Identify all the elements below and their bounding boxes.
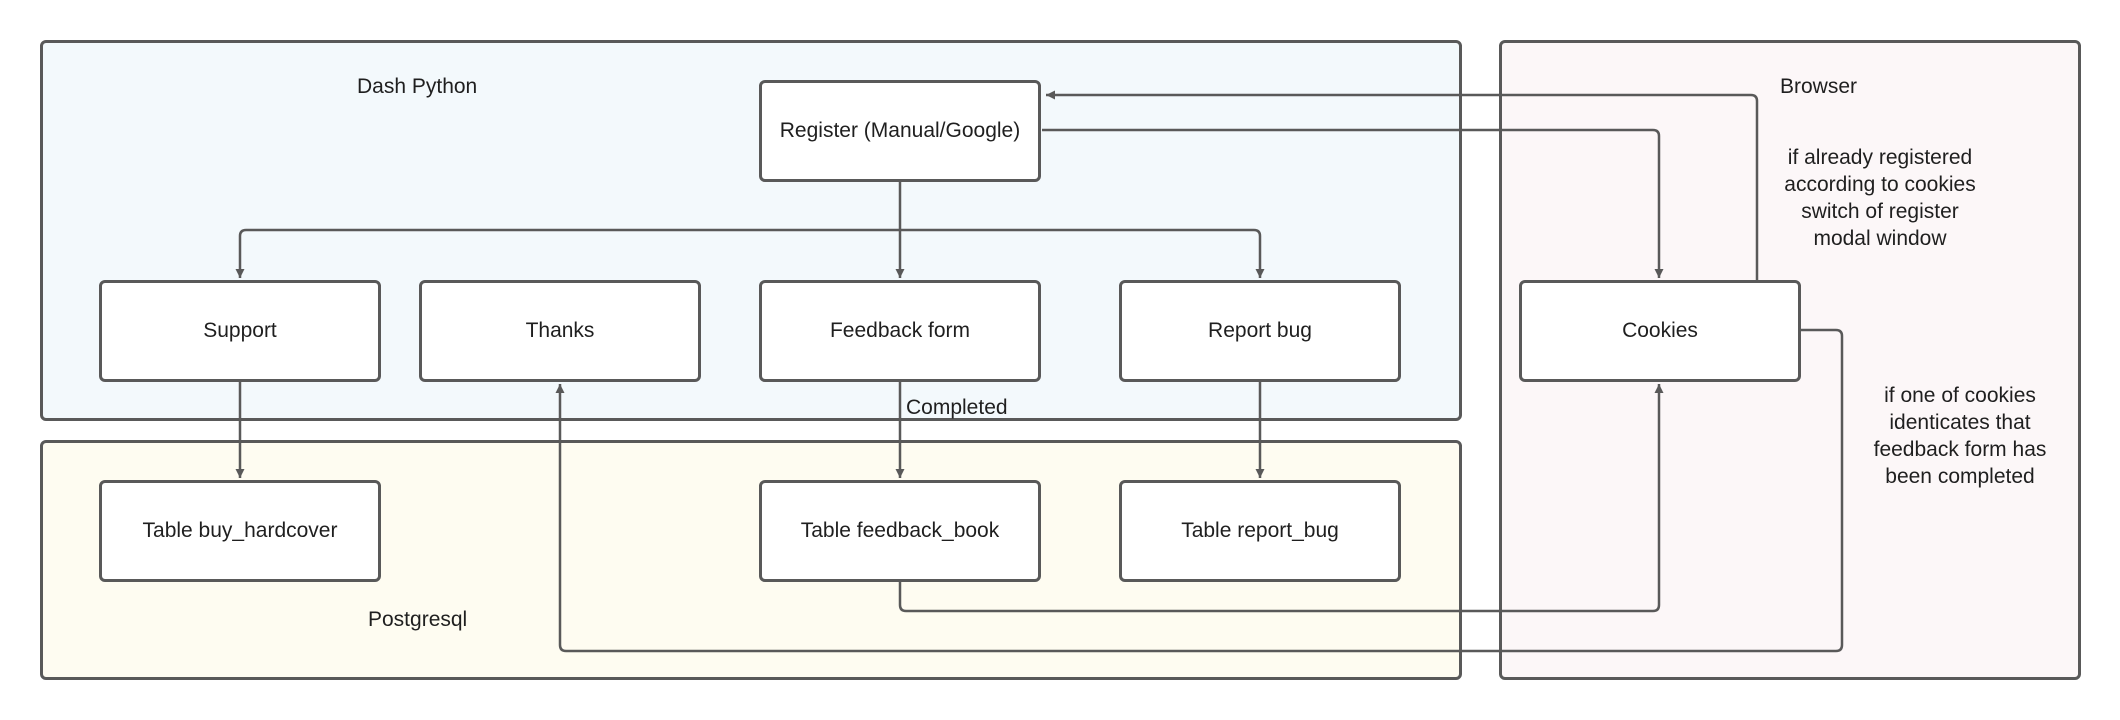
node-table-buy-hardcover[interactable]: Table buy_hardcover (99, 480, 381, 582)
note-line: feedback form has (1873, 438, 2047, 461)
note-line: identicates that (1889, 411, 2031, 434)
node-table-report-bug[interactable]: Table report_bug (1119, 480, 1401, 582)
node-report-bug[interactable]: Report bug (1119, 280, 1401, 382)
note-feedback-completed: if one of cookies identicates that feedb… (1820, 382, 2100, 490)
node-feedback-form[interactable]: Feedback form (759, 280, 1041, 382)
note-line: been completed (1885, 465, 2035, 488)
note-already-registered: if already registered according to cooki… (1740, 144, 2020, 252)
node-thanks[interactable]: Thanks (419, 280, 701, 382)
note-line: modal window (1813, 227, 1947, 250)
note-line: if one of cookies (1884, 384, 2036, 407)
edge-label-completed: Completed (906, 396, 1008, 419)
region-label-postgresql: Postgresql (368, 608, 468, 631)
node-table-feedback-book[interactable]: Table feedback_book (759, 480, 1041, 582)
region-label-dash-python: Dash Python (357, 75, 478, 98)
note-line: switch of register (1801, 200, 1959, 223)
note-line: according to cookies (1784, 173, 1976, 196)
region-label-browser: Browser (1780, 75, 1858, 98)
note-line: if already registered (1787, 146, 1973, 169)
node-register[interactable]: Register (Manual/Google) (759, 80, 1041, 182)
node-cookies[interactable]: Cookies (1519, 280, 1801, 382)
node-support[interactable]: Support (99, 280, 381, 382)
